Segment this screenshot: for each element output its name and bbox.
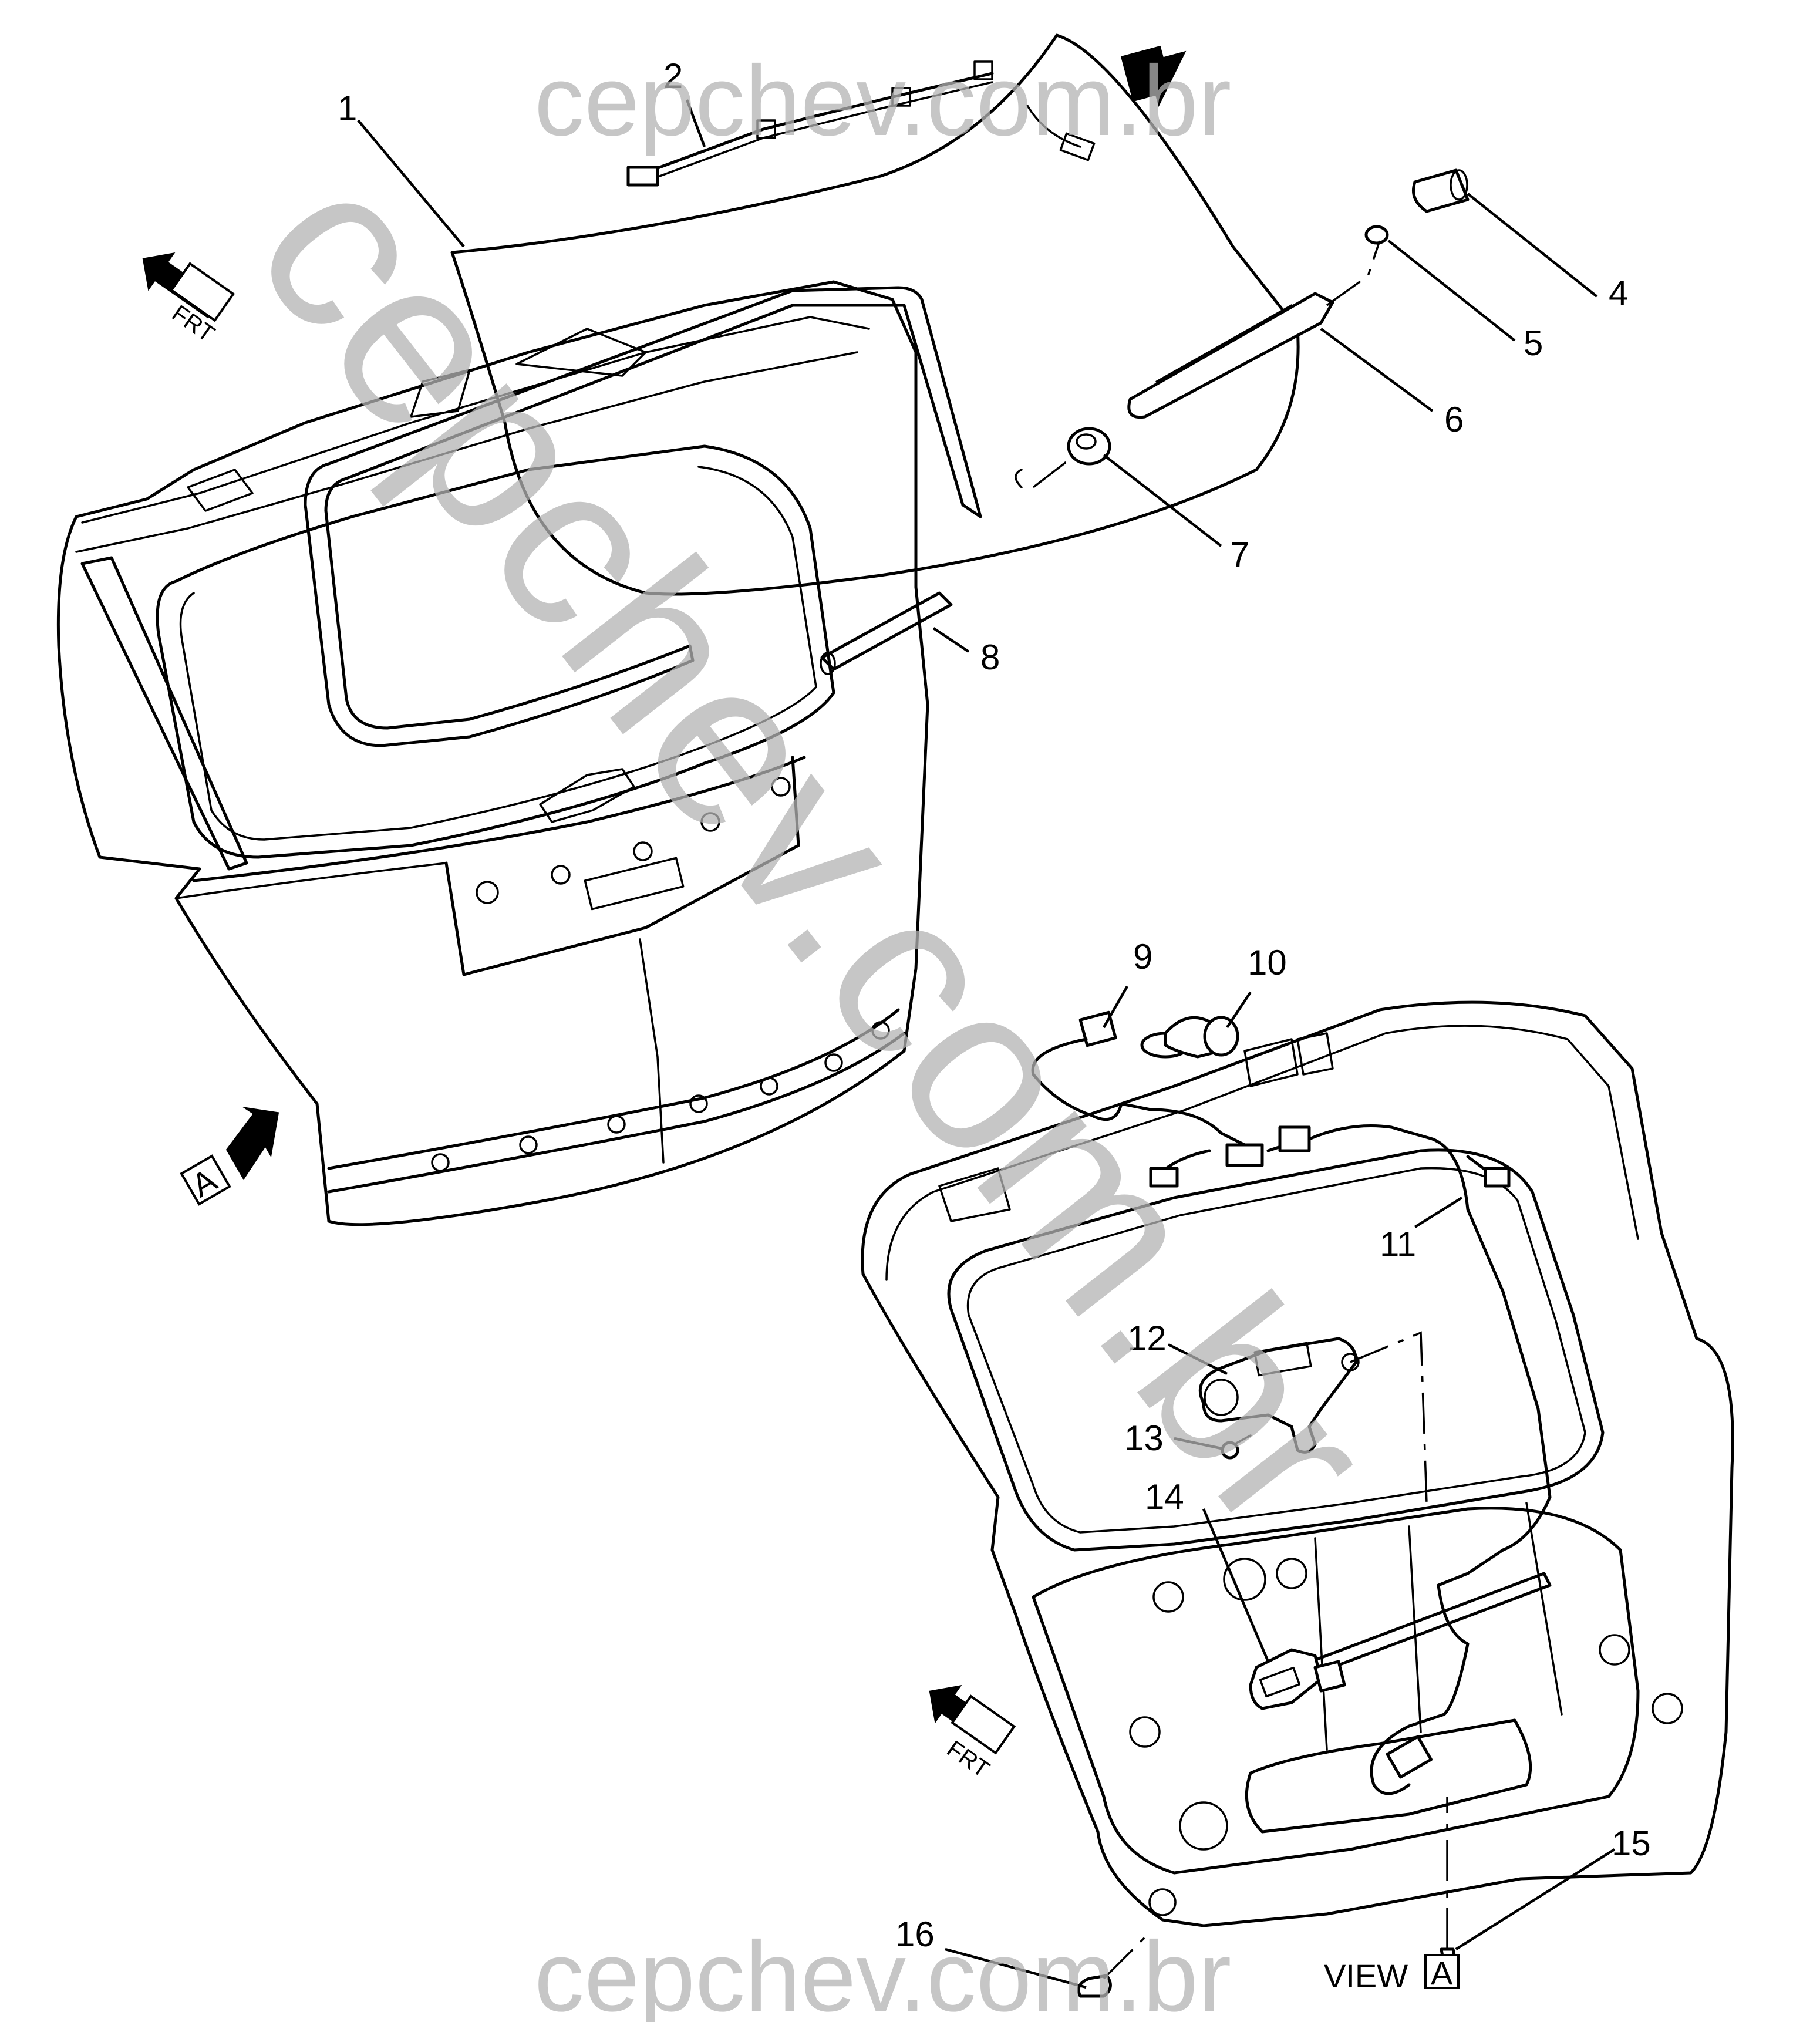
callout-10: 10 xyxy=(1248,943,1287,982)
view-a-label: VIEW A xyxy=(1324,1954,1460,1994)
view-letter-text: A xyxy=(1431,1954,1453,1991)
callout-6: 6 xyxy=(1444,400,1464,439)
leader-lines xyxy=(357,99,1616,1989)
callout-4: 4 xyxy=(1609,274,1628,313)
harness-connector-2 xyxy=(626,166,659,187)
wiper-arm-nut-cap xyxy=(1412,168,1470,213)
wiper-shaft-grommet xyxy=(1015,427,1111,488)
liftgate-latch-actuator xyxy=(1249,1648,1346,1710)
callout-13: 13 xyxy=(1124,1418,1164,1458)
callout-2: 2 xyxy=(663,56,683,96)
liftgate-wiring-harness xyxy=(1031,1010,1552,1795)
grommet-10 xyxy=(1140,1016,1239,1059)
wiper-motor-bolt-13 xyxy=(1221,1434,1252,1460)
callout-12: 12 xyxy=(1127,1319,1167,1358)
direction-arrow-top xyxy=(1120,45,1187,107)
callout-labels: 1 2 4 5 6 7 8 9 10 11 12 13 14 15 16 xyxy=(338,56,1651,1954)
callout-1: 1 xyxy=(338,89,357,128)
weatherstrip-molding xyxy=(304,286,982,747)
view-letter-box xyxy=(1424,1954,1460,1989)
view-a-arrow-icon: A xyxy=(180,1106,279,1206)
defogger-harness xyxy=(626,60,1096,187)
callout-8: 8 xyxy=(980,638,1000,677)
bumper-16 xyxy=(1077,1936,1146,1998)
frt-arrow-icon-bottom: FRT xyxy=(929,1685,1016,1783)
callout-11: 11 xyxy=(1380,1225,1416,1264)
rear-wiper-motor xyxy=(1198,1331,1428,1504)
watermark-bottom: cepchev.com.br xyxy=(534,1921,1231,2022)
callout-5: 5 xyxy=(1524,323,1543,363)
callout-9: 9 xyxy=(1133,937,1152,976)
connector-11a xyxy=(1225,1143,1264,1167)
callout-15: 15 xyxy=(1612,1824,1651,1863)
wiper-arm-nut xyxy=(1364,225,1389,245)
rear-window-glass xyxy=(450,33,1300,596)
watermark-top: cepchev.com.br xyxy=(534,45,1231,157)
liftgate-interior-view-a xyxy=(861,1000,1734,1927)
bolt-15 xyxy=(1440,1797,1458,1969)
callout-14: 14 xyxy=(1145,1477,1184,1516)
view-label-text: VIEW xyxy=(1324,1957,1408,1994)
rear-wiper-arm xyxy=(1127,240,1381,419)
callout-16: 16 xyxy=(895,1915,935,1954)
callout-7: 7 xyxy=(1230,535,1249,574)
liftgate-exterior-view xyxy=(56,280,929,1226)
